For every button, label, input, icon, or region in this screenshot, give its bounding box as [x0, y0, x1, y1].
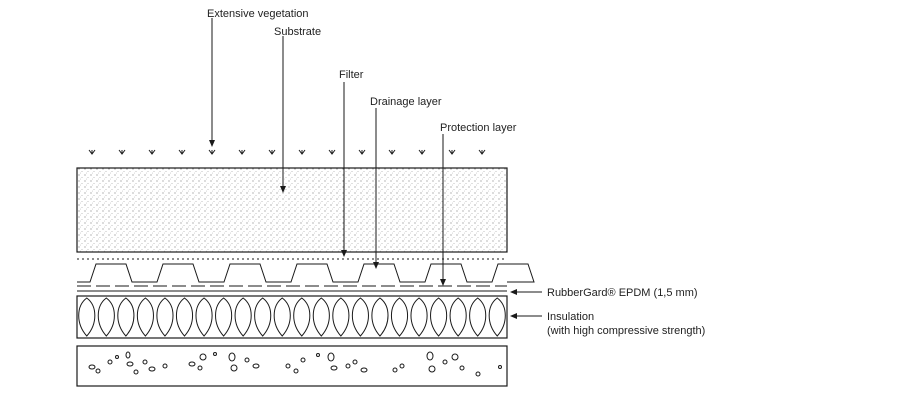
- plant-marker-icon: [388, 149, 396, 155]
- label-extensive-vegetation: Extensive vegetation: [207, 8, 309, 20]
- plant-marker-icon: [208, 149, 216, 155]
- plant-marker-icon: [148, 149, 156, 155]
- arrowhead-icon: [440, 279, 446, 286]
- vegetation-markers: [88, 149, 486, 155]
- plant-marker-icon: [238, 149, 246, 155]
- right-leader-lines: [510, 289, 542, 319]
- plant-marker-icon: [418, 149, 426, 155]
- label-drainage-layer: Drainage layer: [370, 96, 442, 108]
- label-insulation: Insulation: [547, 311, 594, 323]
- plant-marker-icon: [178, 149, 186, 155]
- label-substrate: Substrate: [274, 26, 321, 38]
- leader-lines: [209, 18, 446, 286]
- arrowhead-icon: [510, 313, 517, 319]
- drainage-layer: [77, 263, 535, 283]
- plant-marker-icon: [478, 149, 486, 155]
- plant-marker-icon: [118, 149, 126, 155]
- arrowhead-icon: [510, 289, 517, 295]
- plant-marker-icon: [268, 149, 276, 155]
- label-protection-layer: Protection layer: [440, 122, 517, 134]
- label-filter: Filter: [339, 69, 364, 81]
- substrate-layer: [76, 167, 508, 253]
- label-epdm: RubberGard® EPDM (1,5 mm): [547, 287, 698, 299]
- arrowhead-icon: [280, 186, 286, 193]
- insulation-pattern: [78, 297, 506, 337]
- arrowhead-icon: [209, 140, 215, 147]
- concrete-deck: [76, 345, 508, 387]
- plant-marker-icon: [448, 149, 456, 155]
- plant-marker-icon: [328, 149, 336, 155]
- label-insulation-detail: (with high compressive strength): [547, 325, 705, 337]
- concrete-aggregate-pattern: [88, 351, 502, 377]
- arrowhead-icon: [373, 262, 379, 269]
- plant-marker-icon: [298, 149, 306, 155]
- arrowhead-icon: [341, 250, 347, 257]
- plant-marker-icon: [88, 149, 96, 155]
- plant-marker-icon: [358, 149, 366, 155]
